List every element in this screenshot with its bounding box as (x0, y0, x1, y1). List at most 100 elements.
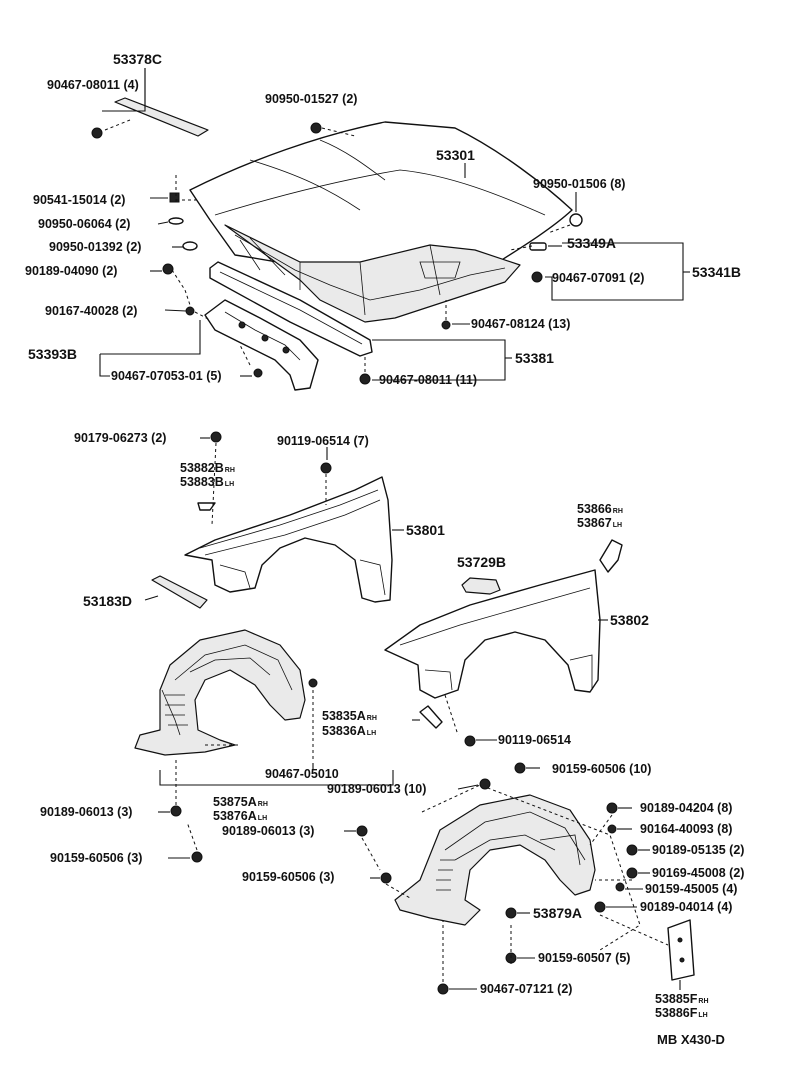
bolt-icon (359, 373, 371, 385)
label-90950-06064-2: 90950-06064 (2) (38, 217, 130, 231)
label-53836A: 53836ALH (322, 724, 376, 738)
label-53876A: 53876ALH (213, 809, 267, 823)
label-53393B: 53393B (28, 346, 77, 362)
label-90189-04014-4: 90189-04014 (4) (640, 900, 732, 914)
label-53879A: 53879A (533, 905, 582, 921)
bolt-icon (162, 263, 174, 275)
label-53802: 53802 (610, 612, 649, 628)
bolt-icon (253, 368, 263, 378)
label-53183D: 53183D (83, 593, 132, 609)
label-53801: 53801 (406, 522, 445, 538)
label-53867: 53867LH (577, 516, 622, 530)
bolt-icon (479, 778, 491, 790)
bolt-icon (308, 678, 318, 688)
clip-icon (169, 192, 180, 203)
label-90189-06013-3b: 90189-06013 (3) (222, 824, 314, 838)
label-90159-60506-3b: 90159-60506 (3) (242, 870, 334, 884)
label-90169-45008-2: 90169-45008 (2) (652, 866, 744, 880)
label-90159-60507-5: 90159-60507 (5) (538, 951, 630, 965)
label-90950-01506-8: 90950-01506 (8) (533, 177, 625, 191)
label-53349A: 53349A (567, 235, 616, 251)
bolt-icon (210, 431, 222, 443)
cushion-icon (168, 217, 184, 225)
label-90189-06013-3a: 90189-06013 (3) (40, 805, 132, 819)
label-90179-06273-2: 90179-06273 (2) (74, 431, 166, 445)
liner-left-group (134, 629, 394, 863)
cushion-icon (182, 241, 198, 251)
bolt-icon (185, 306, 195, 316)
fender-liner-right (394, 794, 596, 926)
label-53381: 53381 (515, 350, 554, 366)
liner-bracket (667, 919, 695, 981)
label-53301: 53301 (436, 147, 475, 163)
bracket-icon (197, 502, 216, 511)
label-90164-40093-8: 90164-40093 (8) (640, 822, 732, 836)
label-90950-01392-2: 90950-01392 (2) (49, 240, 141, 254)
label-90467-05010: 90467-05010 (265, 767, 339, 781)
label-90467-07053-01-5: 90467-07053-01 (5) (111, 369, 222, 383)
bolt-icon (320, 462, 332, 474)
labels: 53378C 90467-08011 (4) 90950-01527 (2) 5… (25, 51, 744, 1047)
label-53875A: 53875ARH (213, 795, 268, 809)
bolt-icon (170, 805, 182, 817)
label-90467-08011-4: 90467-08011 (4) (47, 78, 139, 92)
label-53883B: 53883BLH (180, 475, 234, 489)
label-53835A: 53835ARH (322, 709, 377, 723)
label-90950-01527-2: 90950-01527 (2) (265, 92, 357, 106)
label-53886F: 53886FLH (655, 1006, 708, 1020)
hood-group (91, 68, 690, 391)
fender-left-group (144, 431, 404, 609)
label-90189-04090-2: 90189-04090 (2) (25, 264, 117, 278)
bolt-icon (380, 872, 392, 884)
label-90467-08124-13: 90467-08124 (13) (471, 317, 570, 331)
label-53866: 53866RH (577, 502, 623, 516)
bolt-icon (464, 735, 476, 747)
fender-seal (151, 575, 208, 609)
bolt-icon (615, 882, 625, 892)
label-90159-60506-3a: 90159-60506 (3) (50, 851, 142, 865)
front-fender-right (384, 569, 601, 699)
front-fender-left (184, 476, 393, 603)
bolt-icon (441, 320, 451, 330)
bolt-icon (310, 122, 322, 134)
label-90159-60506-10: 90159-60506 (10) (552, 762, 651, 776)
label-90189-04204-8: 90189-04204 (8) (640, 801, 732, 815)
label-90467-07091-2: 90467-07091 (2) (552, 271, 644, 285)
bolt-icon (514, 762, 526, 774)
bolt-icon (505, 907, 517, 919)
fender-liner-left (134, 629, 306, 756)
hood-side-bracket (204, 299, 319, 391)
hood-lock-support (209, 261, 373, 357)
label-90119-06514-7: 90119-06514 (7) (277, 434, 369, 448)
label-53378C: 53378C (113, 51, 162, 67)
label-90467-08011-11: 90467-08011 (11) (379, 373, 477, 387)
fender-liner-seal (461, 577, 501, 595)
label-90159-45005-4: 90159-45005 (4) (645, 882, 737, 896)
label-53882B: 53882BRH (180, 461, 235, 475)
label-53885F: 53885FRH (655, 992, 709, 1006)
label-90119-06514: 90119-06514 (498, 733, 571, 747)
label-90167-40028-2: 90167-40028 (2) (45, 304, 137, 318)
label-90467-07121-2: 90467-07121 (2) (480, 982, 572, 996)
fender-bracket (599, 539, 623, 573)
bolt-icon (191, 851, 203, 863)
bolt-icon (626, 867, 638, 879)
bolt-icon (531, 271, 543, 283)
cushion-icon (569, 213, 583, 227)
fender-rear-seal (419, 705, 443, 729)
bolt-icon (356, 825, 368, 837)
bolt-icon (91, 127, 103, 139)
fender-right-group (384, 539, 623, 747)
label-90189-06013-10: 90189-06013 (10) (327, 782, 426, 796)
liner-right-group (344, 762, 695, 995)
hood-seal-strip (114, 97, 209, 137)
bolt-icon (606, 802, 618, 814)
diagram-code: MB X430-D (657, 1032, 725, 1047)
label-90189-05135-2: 90189-05135 (2) (652, 843, 744, 857)
label-53729B: 53729B (457, 554, 506, 570)
bolt-icon (594, 901, 606, 913)
label-90541-15014-2: 90541-15014 (2) (33, 193, 125, 207)
hood-stopper-icon (529, 242, 547, 251)
bolt-icon (437, 983, 449, 995)
